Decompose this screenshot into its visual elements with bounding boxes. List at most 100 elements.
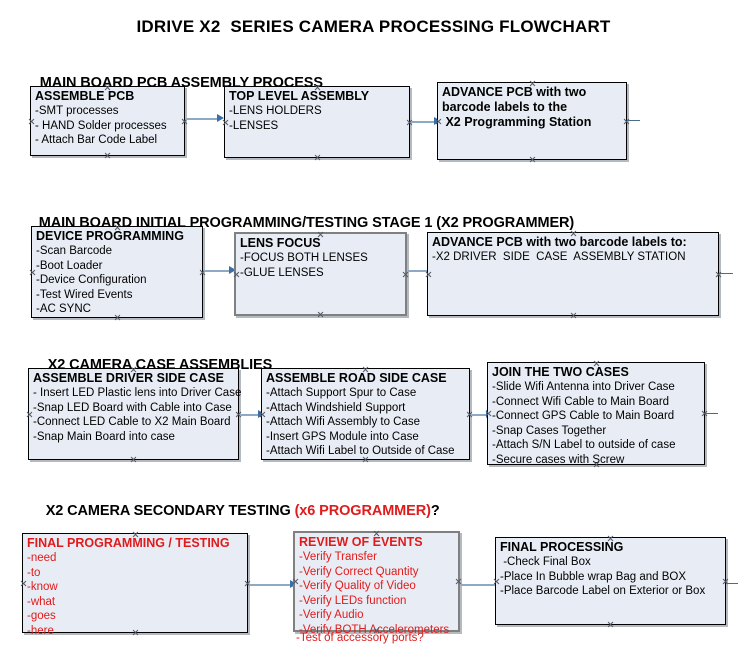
box-line: -Place Barcode Label on Exterior or Box <box>500 585 706 597</box>
arrow-shaft <box>186 118 217 120</box>
connector-handle-bottom[interactable] <box>607 621 614 628</box>
box-line: -LENS HOLDERS <box>229 105 322 117</box>
box-line: -GLUE LENSES <box>240 266 324 279</box>
connector-handle-left[interactable] <box>292 578 299 585</box>
connector-stub-right-row2 <box>719 273 733 275</box>
box-line: -Attach Wifi Label to Outside of Case <box>266 445 455 457</box>
box-content: ADVANCE PCB with two barcode labels to: … <box>432 235 716 265</box>
box-final-programming-testing[interactable]: FINAL PROGRAMMING / TESTING -need -to -k… <box>20 533 248 637</box>
box-content: TOP LEVEL ASSEMBLY -LENS HOLDERS -LENSES <box>229 89 407 133</box>
box-line: -LENSES <box>229 119 279 132</box>
box-title: LENS FOCUS <box>240 236 321 250</box>
box-line: -Attach S/N Label to outside of case <box>492 439 676 451</box>
arrow-shaft <box>204 270 229 272</box>
box-content: ASSEMBLE DRIVER SIDE CASE - Insert LED P… <box>33 371 242 444</box>
connector-handle-left[interactable] <box>28 118 35 125</box>
box-assemble-pcb[interactable]: ASSEMBLE PCB -SMT processes - HAND Solde… <box>30 86 185 156</box>
box-line: -Connect GPS Cable to Main Board <box>492 410 675 422</box>
arrow-shaft <box>240 414 258 416</box>
arrow-assemble-pcb-to-top-level-assembly <box>186 114 224 123</box>
box-title: ADVANCE PCB with two <box>442 85 587 99</box>
box-line: -Verify Quality of Video <box>299 580 416 592</box>
box-line: -Secure cases with Screw <box>492 453 625 466</box>
box-advance-pcb-to-driver-side-case[interactable]: ADVANCE PCB with two barcode labels to: … <box>427 232 719 316</box>
connector-handle-bottom[interactable] <box>570 312 577 319</box>
box-device-programming[interactable]: DEVICE PROGRAMMING -Scan Barcode -Boot L… <box>31 226 203 318</box>
connector-handle-left[interactable] <box>29 269 36 276</box>
box-line: -X2 DRIVER SIDE CASE ASSEMBLY STATION <box>432 251 686 263</box>
box-assemble-driver-side-case[interactable]: ASSEMBLE DRIVER SIDE CASE - Insert LED P… <box>26 368 242 463</box>
section-heading-x2-camera-secondary-testing: X2 CAMERA SECONDARY TESTING (x6 PROGRAMM… <box>30 487 440 535</box>
arrow-shaft <box>249 584 290 586</box>
box-title-line2: barcode labels to the <box>442 100 568 114</box>
arrow-shaft <box>411 121 434 123</box>
box-content: REVIEW OF EVENTS -Verify Transfer -Verif… <box>299 535 456 637</box>
box-join-the-two-cases[interactable]: JOIN THE TWO CASES -Slide Wifi Antenna i… <box>487 362 705 467</box>
box-lens-focus[interactable]: LENS FOCUS -FOCUS BOTH LENSES -GLUE LENS… <box>234 232 407 316</box>
box-content: ADVANCE PCB with two barcode labels to t… <box>442 85 624 130</box>
box-title: ASSEMBLE ROAD SIDE CASE <box>266 371 447 385</box>
box-line: -Verify Audio <box>299 609 364 621</box>
section-heading-tail: ? <box>430 503 440 519</box>
box-line: -Test Wired Events <box>36 288 133 301</box>
connector-handle-bottom[interactable] <box>529 156 536 163</box>
box-line: -what <box>27 595 56 608</box>
arrow-shaft <box>408 270 434 272</box>
connector-handle-bottom[interactable] <box>317 311 324 318</box>
connector-handle-bottom[interactable] <box>130 456 137 463</box>
connector-stub-right-row4 <box>726 583 738 585</box>
box-line: -Boot Loader <box>36 259 103 272</box>
box-review-of-events[interactable]: REVIEW OF EVENTS -Verify Transfer -Verif… <box>292 531 460 636</box>
box-line: -goes <box>27 610 56 622</box>
box-title: ADVANCE PCB with two barcode labels to: <box>432 235 687 249</box>
box-line: - HAND Solder processes <box>35 119 167 132</box>
box-assemble-road-side-case[interactable]: ASSEMBLE ROAD SIDE CASE -Attach Support … <box>261 368 470 460</box>
box-line: -Connect Wifi Cable to Main Board <box>492 395 670 408</box>
box-line: -FOCUS BOTH LENSES <box>240 252 368 264</box>
box-line: -Place In Bubble wrap Bag and BOX <box>500 570 687 583</box>
box-line: - Insert LED Plastic lens into Driver Ca… <box>33 387 242 399</box>
box-title: ASSEMBLE DRIVER SIDE CASE <box>33 371 225 385</box>
box-content: ASSEMBLE PCB -SMT processes - HAND Solde… <box>35 89 182 148</box>
section-heading-text: X2 CAMERA SECONDARY TESTING <box>45 503 295 519</box>
box-final-processing[interactable]: FINAL PROCESSING -Check Final Box -Place… <box>495 537 726 625</box>
box-content: LENS FOCUS -FOCUS BOTH LENSES -GLUE LENS… <box>240 236 403 280</box>
box-title: JOIN THE TWO CASES <box>492 365 629 379</box>
box-line: -SMT processes <box>35 105 119 117</box>
box-top-level-assembly[interactable]: TOP LEVEL ASSEMBLY -LENS HOLDERS -LENSES <box>224 86 410 158</box>
connector-handle-left[interactable] <box>26 411 33 418</box>
box-content: ASSEMBLE ROAD SIDE CASE -Attach Support … <box>266 371 467 459</box>
box-line: -here <box>27 624 54 637</box>
connector-stub-right-row3 <box>705 413 718 415</box>
arrow-device-programming-to-lens-focus <box>204 266 236 275</box>
box-line: -need <box>27 552 57 564</box>
box-line: -to <box>27 566 41 579</box>
connector-handle-bottom[interactable] <box>314 154 321 161</box>
box-title: ASSEMBLE PCB <box>35 89 135 103</box>
arrow-shaft <box>471 414 486 416</box>
box-line: -Verify Transfer <box>299 551 377 563</box>
box-line: -Verify BOTH Accelerometers <box>299 623 450 636</box>
box-content: FINAL PROGRAMMING / TESTING -need -to -k… <box>27 536 245 638</box>
arrow-head <box>217 114 224 122</box>
box-line: -Snap Main Board into case <box>33 430 175 443</box>
box-line: -Snap LED Board with Cable into Case <box>33 401 232 414</box>
box-advance-pcb-to-programming-station[interactable]: ADVANCE PCB with two barcode labels to t… <box>437 82 627 160</box>
box-line: -Insert GPS Module into Case <box>266 430 419 443</box>
arrow-shaft <box>461 584 499 586</box>
box-line: -Connect LED Cable to X2 Main Board <box>33 416 231 428</box>
connector-handle-bottom[interactable] <box>104 152 111 159</box>
box-line: -Scan Barcode <box>36 245 113 257</box>
box-line: -know <box>27 581 58 593</box>
box-line: -Attach Windshield Support <box>266 401 406 414</box>
box-line: -Attach Wifi Assembly to Case <box>266 416 421 428</box>
section-heading-red-text: (x6 PROGRAMMER) <box>294 503 431 519</box>
box-line: -Snap Cases Together <box>492 424 607 437</box>
connector-handle-left[interactable] <box>233 271 240 278</box>
box-line: -Verify Correct Quantity <box>299 565 419 578</box>
page-title: IDRIVE X2 SERIES CAMERA PROCESSING FLOWC… <box>136 17 611 36</box>
arrow-head <box>229 266 236 274</box>
box-content: JOIN THE TWO CASES -Slide Wifi Antenna i… <box>492 365 702 467</box>
connector-handle-left[interactable] <box>20 580 27 587</box>
